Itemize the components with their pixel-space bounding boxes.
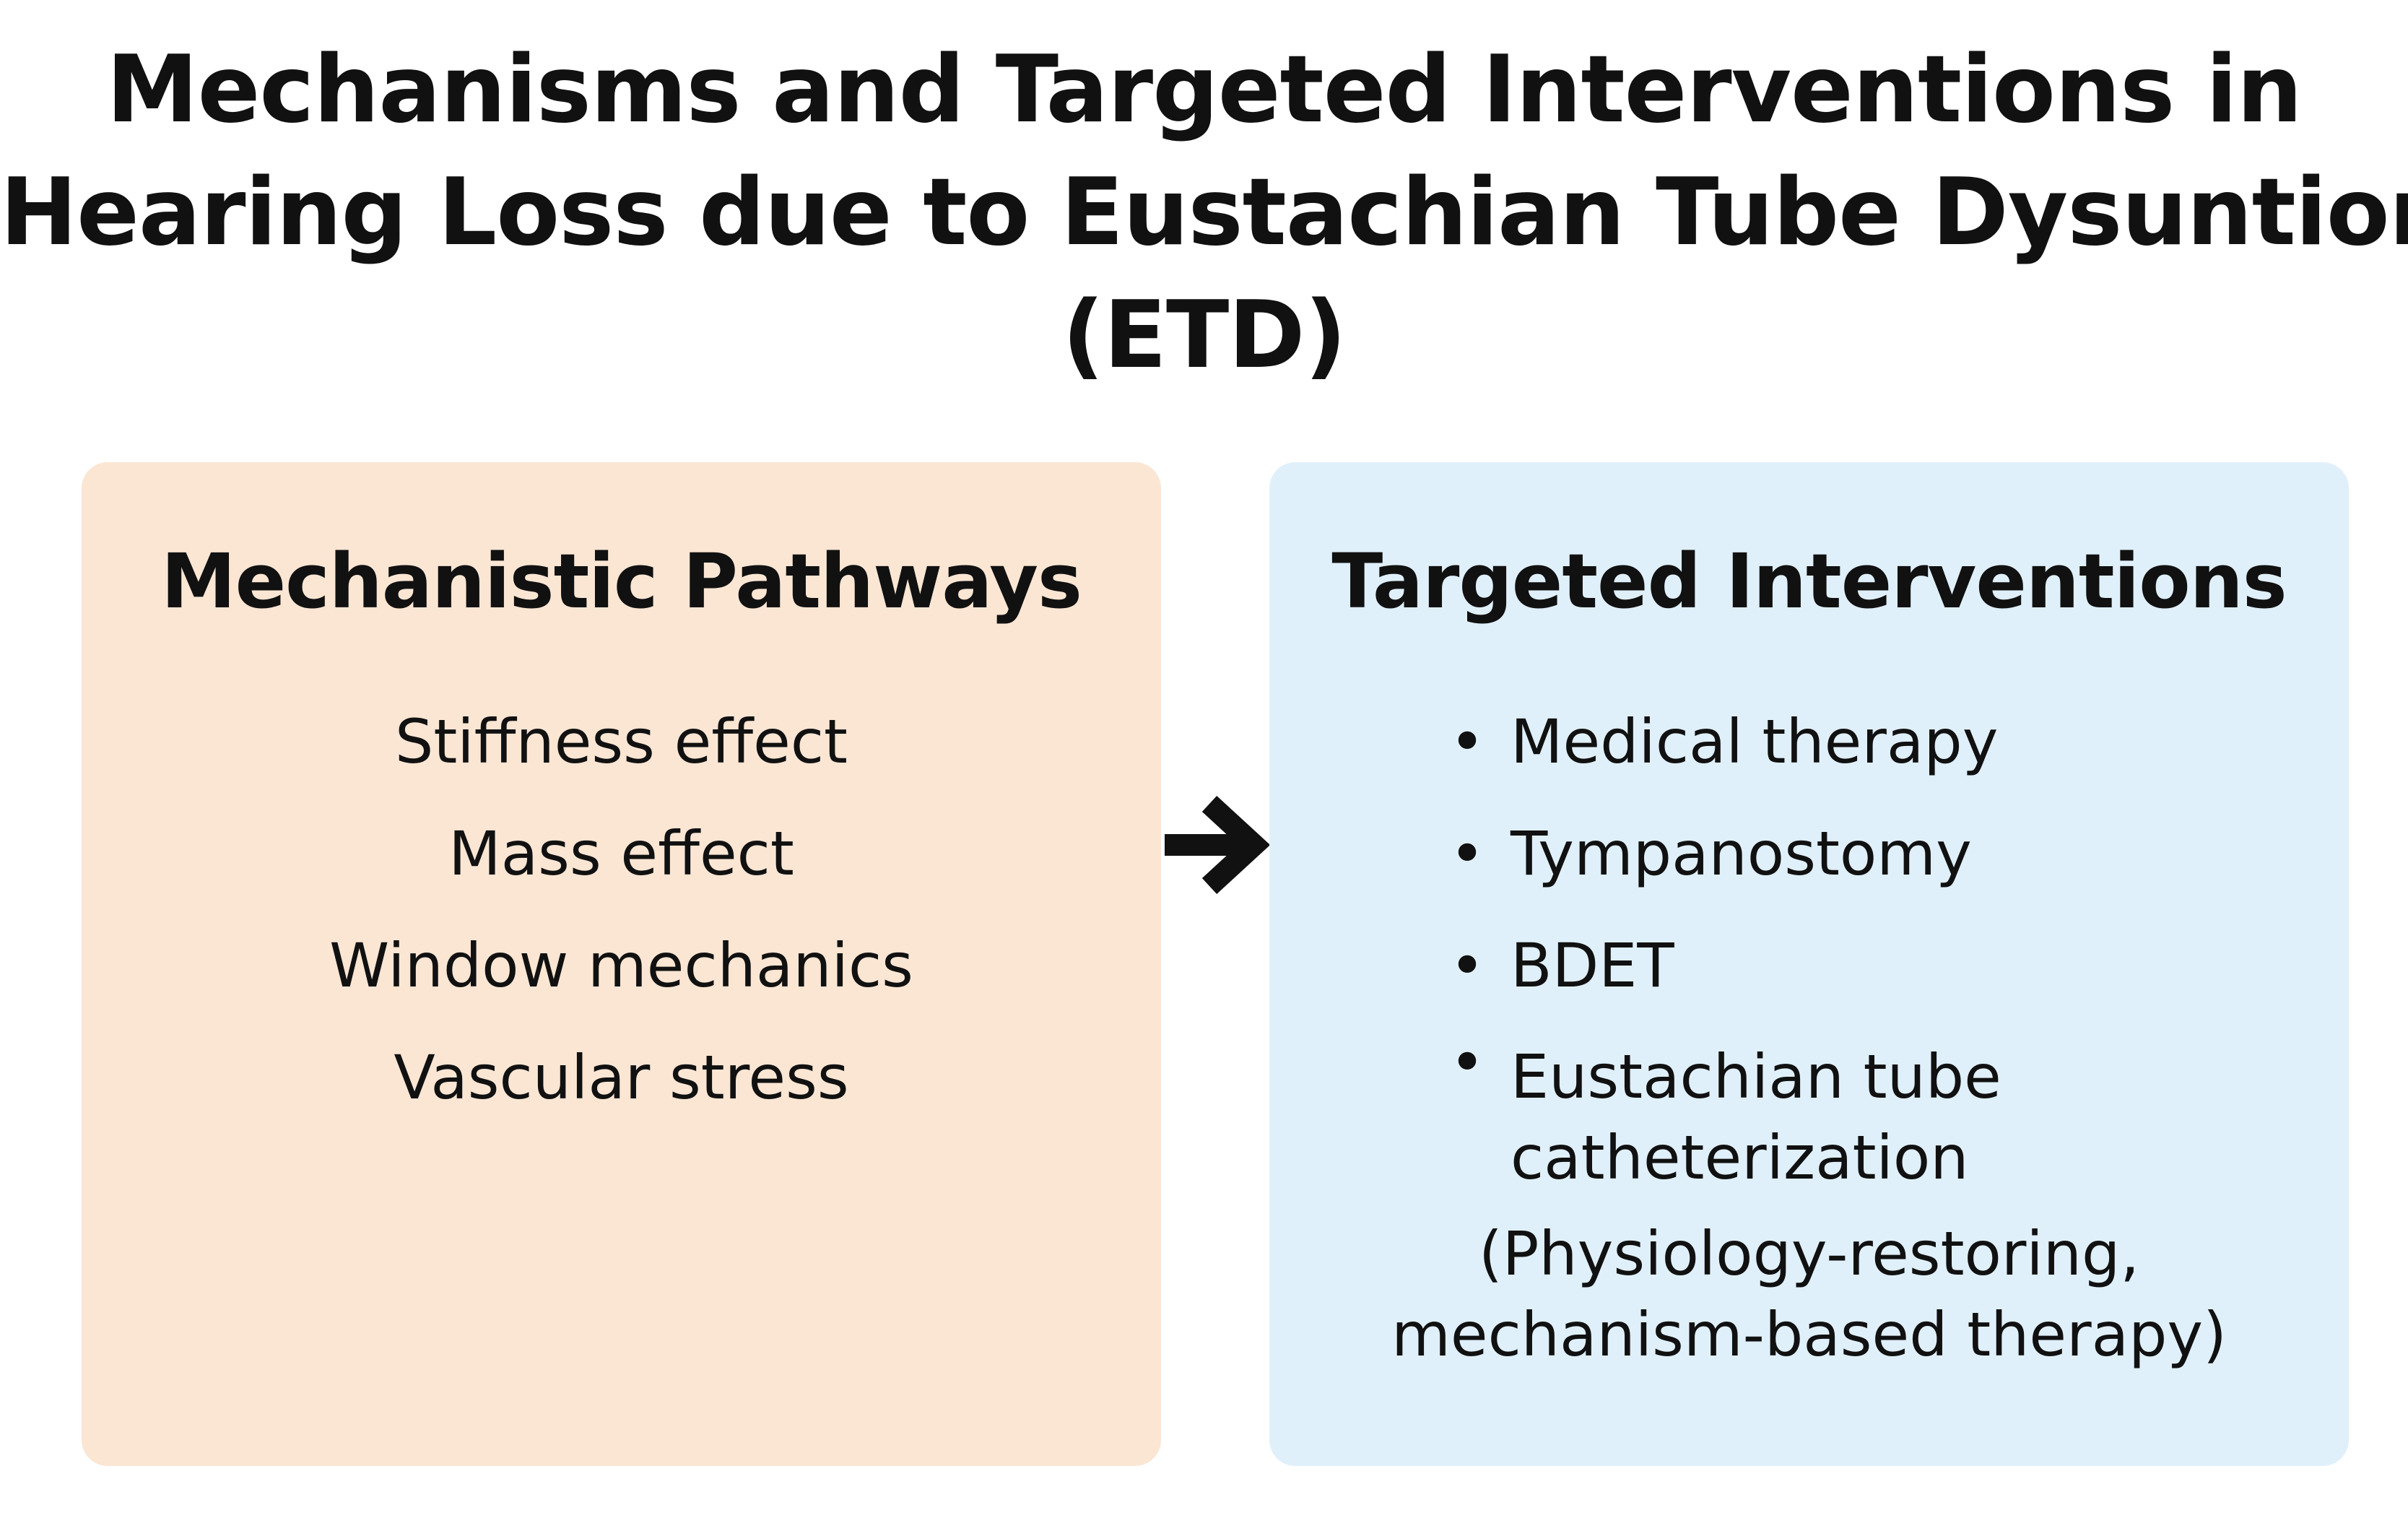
intervention-label: Tympanostomy	[1511, 818, 1972, 889]
mechanistic-pathways-panel: Mechanistic Pathways Stiffness effect Ma…	[82, 462, 1161, 1466]
arrow-right-icon	[1165, 795, 1271, 895]
intervention-label: Medical therapy	[1511, 706, 1999, 777]
intervention-list: • Medical therapy • Tympanostomy • BDET …	[1446, 686, 2312, 1198]
diagram-title: Mechanisms and Targeted Interventions in…	[0, 29, 2408, 397]
bullet-icon: •	[1449, 818, 1485, 889]
mechanism-list: Stiffness effect Mass effect Window mech…	[82, 686, 1161, 1134]
therapy-note-line-1: (Physiology-restoring,	[1478, 1218, 2140, 1289]
mechanism-item: Vascular stress	[394, 1042, 849, 1113]
title-line-2: Hearing Loss due to Eustachian Tube Dysu…	[0, 159, 2408, 266]
bullet-icon: •	[1449, 930, 1485, 1001]
targeted-interventions-panel: Targeted Interventions • Medical therapy…	[1269, 462, 2349, 1466]
intervention-item: • BDET	[1446, 910, 2312, 1022]
therapy-note-line-2: mechanism-based therapy)	[1391, 1299, 2227, 1370]
intervention-label: Eustachian tube catheterization	[1511, 1041, 2001, 1193]
mechanism-item: Window mechanics	[329, 930, 913, 1001]
mechanistic-pathways-heading: Mechanistic Pathways	[161, 537, 1082, 625]
title-line-1: Mechanisms and Targeted Interventions in	[106, 36, 2303, 144]
intervention-label: BDET	[1511, 930, 1674, 1001]
intervention-item: • Eustachian tube catheterization	[1446, 1022, 2160, 1198]
bullet-icon: •	[1449, 706, 1485, 777]
title-line-3: (ETD)	[1062, 282, 1347, 389]
intervention-item: • Tympanostomy	[1446, 798, 2312, 910]
therapy-note: (Physiology-restoring, mechanism-based t…	[1269, 1213, 2349, 1375]
bullet-icon: •	[1449, 1027, 1485, 1098]
mechanism-item: Mass effect	[448, 818, 794, 889]
mechanism-item: Stiffness effect	[395, 706, 848, 777]
intervention-item: • Medical therapy	[1446, 686, 2312, 798]
targeted-interventions-heading: Targeted Interventions	[1331, 537, 2287, 625]
